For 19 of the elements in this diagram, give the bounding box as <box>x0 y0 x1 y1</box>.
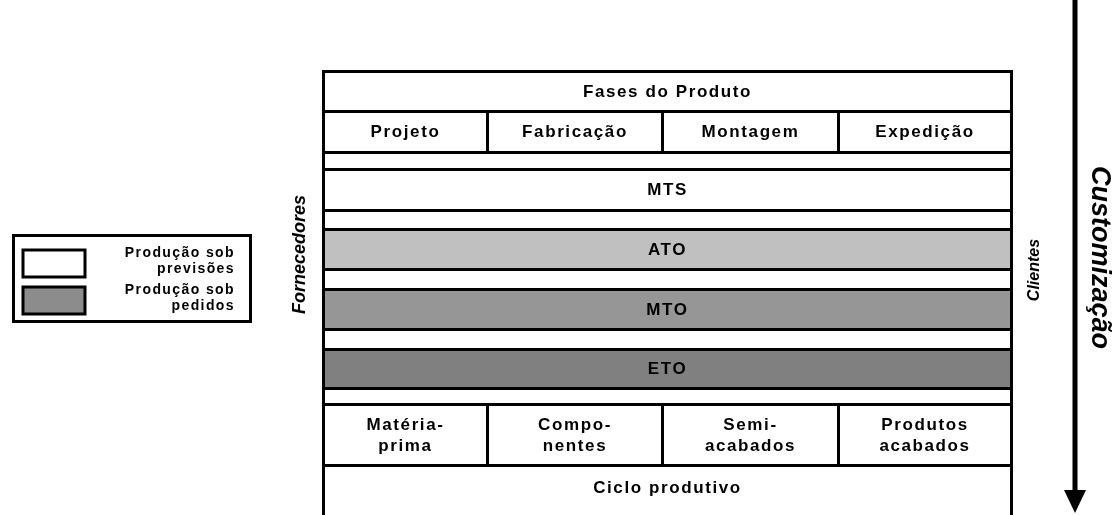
legend-text: Produção sob pedidos <box>123 281 235 314</box>
axis-label: Customização <box>1085 165 1117 349</box>
cell-text: ETO <box>647 358 688 380</box>
cell-text: Montagem <box>701 121 800 143</box>
cell-text: Projeto <box>370 121 441 143</box>
cell-text: Semi- acabados <box>703 413 798 457</box>
cell-text: Matéria- prima <box>365 413 446 457</box>
cell-text: Ciclo produtivo <box>593 477 742 499</box>
customer-label: Clientes <box>1025 238 1043 302</box>
cell-text: MTO <box>646 298 689 321</box>
cell-text: Compo- nentes <box>537 413 613 457</box>
supplier-label: Fornecedores <box>289 194 311 314</box>
cell-text: MTS <box>647 179 688 201</box>
cell-text: Expedição <box>875 121 975 143</box>
legend-text: Produção sob previsões <box>123 244 235 277</box>
cell-text: Fabricação <box>522 121 628 143</box>
cell-text: ATO <box>647 238 688 261</box>
cell-text: Fases do Produto <box>582 80 753 103</box>
cell-text: Produtos acabados <box>878 413 972 457</box>
